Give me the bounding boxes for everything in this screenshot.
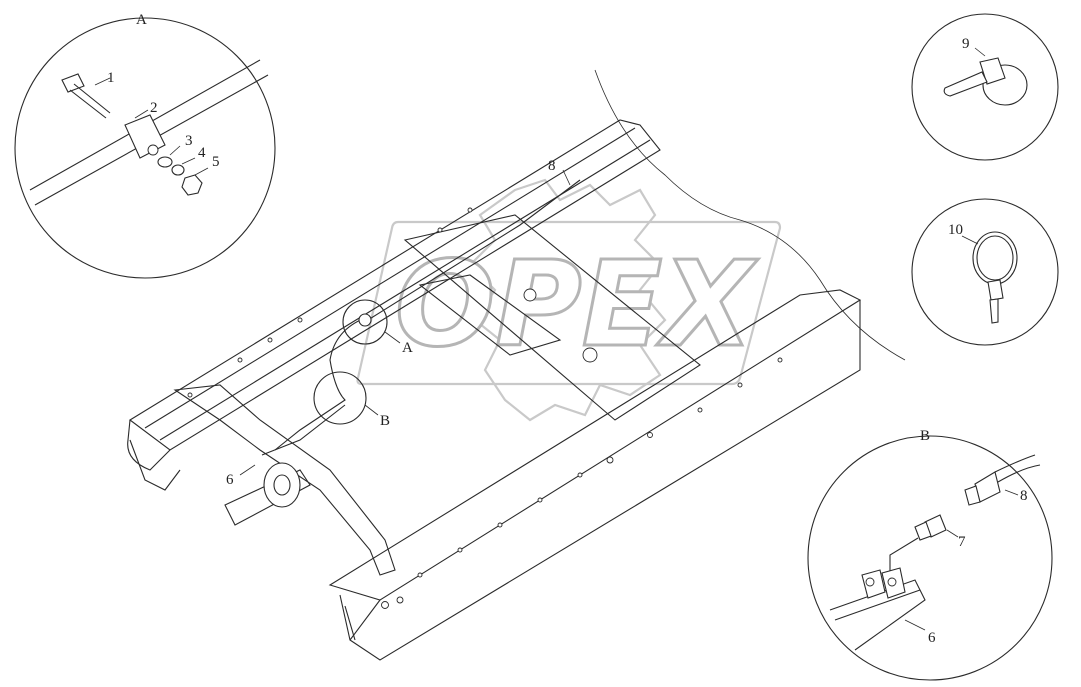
detail-view-10: 10 (911, 198, 1059, 346)
detail-b-callout-6: 6 (928, 630, 936, 646)
detail-marker-a (342, 299, 388, 345)
detail-9-circle (911, 13, 1059, 161)
lower-rail (328, 289, 862, 601)
callout-9: 9 (962, 36, 970, 52)
callout-2: 2 (150, 100, 158, 116)
pipe-line (274, 317, 366, 451)
callout-5: 5 (212, 154, 220, 170)
detail-b-callout-8: 8 (1020, 488, 1028, 504)
frame-strap (173, 384, 396, 576)
callout-10: 10 (948, 222, 963, 238)
rail-holes (187, 207, 783, 609)
detail-view-b: B 8 7 6 (807, 428, 1053, 681)
watermark-frame (356, 220, 782, 386)
detail-view-a: A 1 2 3 4 5 (14, 12, 276, 279)
detail-a-title: A (136, 12, 147, 28)
main-callout-8: 8 (548, 158, 556, 174)
chassis-frame-assembly (127, 69, 906, 661)
main-callout-6: 6 (226, 472, 234, 488)
mounting-plate (403, 214, 701, 421)
detail-a-circle (14, 17, 276, 279)
callout-4: 4 (198, 145, 206, 161)
upper-rail (129, 119, 661, 451)
watermark: OPEX (356, 178, 782, 422)
main-callout-a: A (402, 340, 413, 356)
callout-1: 1 (107, 70, 115, 86)
detail-b-callout-7: 7 (958, 534, 966, 550)
main-callout-b: B (380, 413, 390, 429)
cab-outline (594, 69, 906, 361)
detail-b-circle (807, 435, 1053, 681)
detail-view-9: 9 (911, 13, 1059, 161)
detail-b-title: B (920, 428, 930, 444)
watermark-gear-outline (468, 178, 667, 422)
callout-3: 3 (185, 133, 193, 149)
watermark-text: OPEX (395, 235, 758, 373)
detail-marker-b (313, 371, 367, 425)
detail-10-circle (911, 198, 1059, 346)
